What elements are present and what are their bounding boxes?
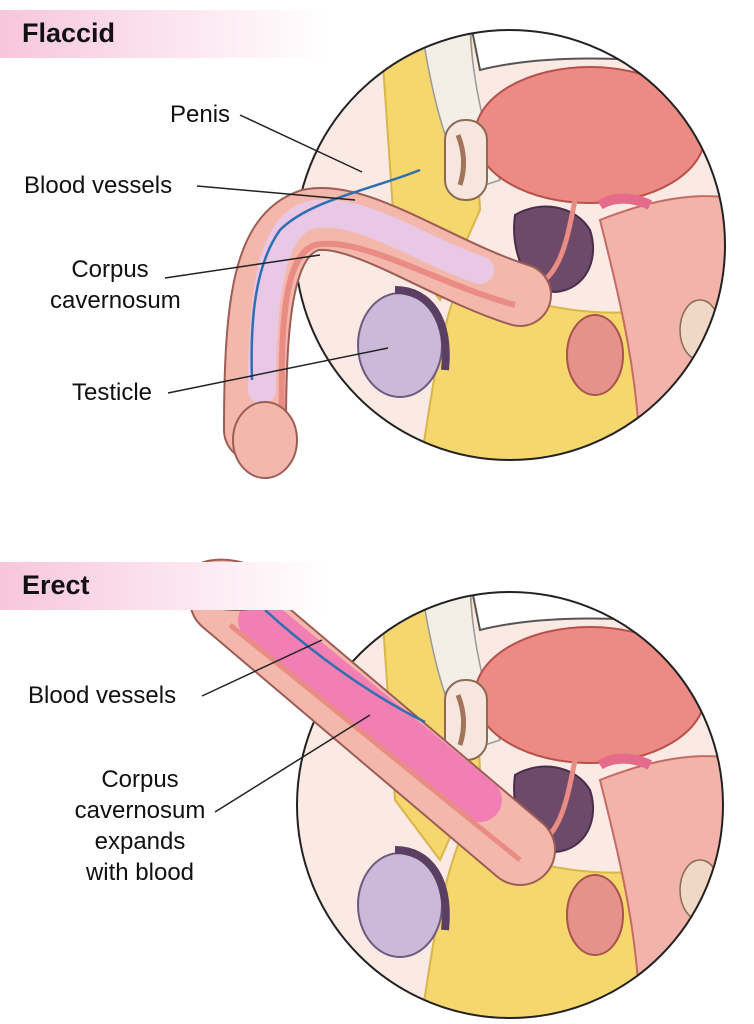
label-line: cavernosum xyxy=(74,797,206,824)
label-penis: Penis xyxy=(170,101,231,128)
glans xyxy=(232,401,298,479)
urethra xyxy=(228,623,522,862)
label-corpus-cavernosum: Corpus cavernosum xyxy=(50,254,181,316)
flaccid-title: Flaccid xyxy=(22,18,116,48)
erect-header: Erect xyxy=(0,562,330,610)
magnifier-circle xyxy=(296,591,724,1019)
corpus-cavernosum xyxy=(248,199,494,404)
label-corpus-expands: Corpus cavernosum expands with blood xyxy=(70,764,210,888)
label-line: expands xyxy=(94,828,186,855)
label-blood-vessels-erect: Blood vessels xyxy=(28,682,177,709)
urethra xyxy=(278,240,516,421)
erect-panel xyxy=(184,558,724,1019)
label-line: cavernosum xyxy=(50,287,181,314)
epididymis xyxy=(394,846,450,931)
label-testicle: Testicle xyxy=(72,379,153,406)
label-line: Corpus xyxy=(71,256,149,283)
epididymis xyxy=(394,286,450,371)
leader-lines xyxy=(164,114,389,394)
erect-title: Erect xyxy=(22,570,90,600)
blood-vessel xyxy=(250,168,421,381)
label-line: Corpus xyxy=(101,766,179,793)
flaccid-header: Flaccid xyxy=(0,10,330,58)
flaccid-panel xyxy=(164,29,726,479)
blood-vessel xyxy=(264,609,426,724)
leader-lines xyxy=(201,639,371,813)
label-blood-vessels: Blood vessels xyxy=(24,172,173,199)
label-line: with blood xyxy=(85,859,195,886)
corpus-cavernosum xyxy=(238,598,502,822)
